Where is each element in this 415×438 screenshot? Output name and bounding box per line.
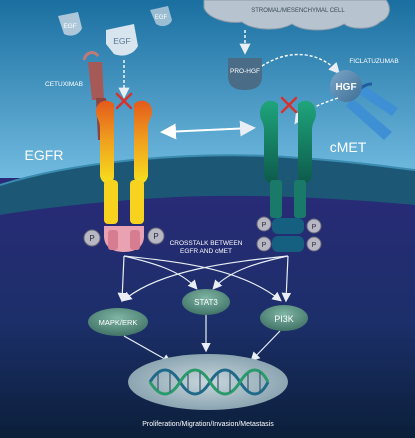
egfr-phospho-left: P [83,229,101,247]
mapk-erk-label: MAPK/ERK [99,318,138,327]
cmet-phospho-left-upper: P [256,216,272,232]
egf-ligand-top-small: EGF [58,12,82,36]
svg-text:P: P [153,232,158,241]
dna-helix-icon [148,368,270,396]
pro-hgf-shape [228,58,262,90]
cmet-phospho-right-lower: P [306,236,322,252]
cetuximab-inhibition-mark [115,92,133,110]
svg-text:P: P [312,242,317,249]
svg-text:P: P [262,222,267,229]
egf-top-small-label: EGF [63,23,76,30]
hgf-ligand [330,70,362,102]
egf-ligand-top-right: EGF [150,6,172,27]
egf-top-right-label: EGF [155,15,168,21]
cmet-label: cMET [330,139,367,155]
egf-main-label: EGF [113,36,130,46]
stromal-cell [203,0,390,31]
egfr-receptor [96,100,152,252]
signaling-arrows [117,255,292,303]
mapk-erk-node: MAPK/ERK [88,308,148,336]
svg-text:P: P [262,242,267,249]
nucleus [128,354,288,410]
pi3k-label: PI3K [274,314,294,324]
stat3-node: STAT3 [182,289,230,315]
ficlatuzumab-inhibition-mark [280,96,298,114]
svg-text:P: P [312,224,317,231]
crosstalk-label-line1: CROSSTALK BETWEEN [170,240,243,247]
cetuximab-label: CETUXIMAB [45,81,83,88]
nucleus-arrows [123,315,281,364]
svg-text:P: P [89,234,94,243]
egfr-phospho-right: P [147,227,165,245]
egf-ligand-main: EGF [106,24,138,56]
cmet-phospho-left-lower: P [256,236,272,252]
cmet-phospho-right-upper: P [306,218,322,234]
outcome-label: Proliferation/Migration/Invasion/Metasta… [142,421,274,428]
pro-hgf-label: PRO-HGF [230,68,260,75]
cmet-receptor [260,100,316,252]
pi3k-node: PI3K [260,305,308,331]
stat3-label: STAT3 [194,298,218,307]
prohgf-to-hgf-arrow [261,53,340,75]
egfr-label: EGFR [25,147,64,163]
stromal-cell-label: STROMAL/MESENCHYMAL CELL [251,8,345,14]
receptor-crosstalk-arrow [160,120,256,140]
ficlatuzumab-label: FICLATUZUMAB [349,58,398,65]
membrane-edge [0,154,415,186]
crosstalk-label-line2: EGFR AND cMET [180,248,232,255]
hgf-label: HGF [335,82,356,93]
